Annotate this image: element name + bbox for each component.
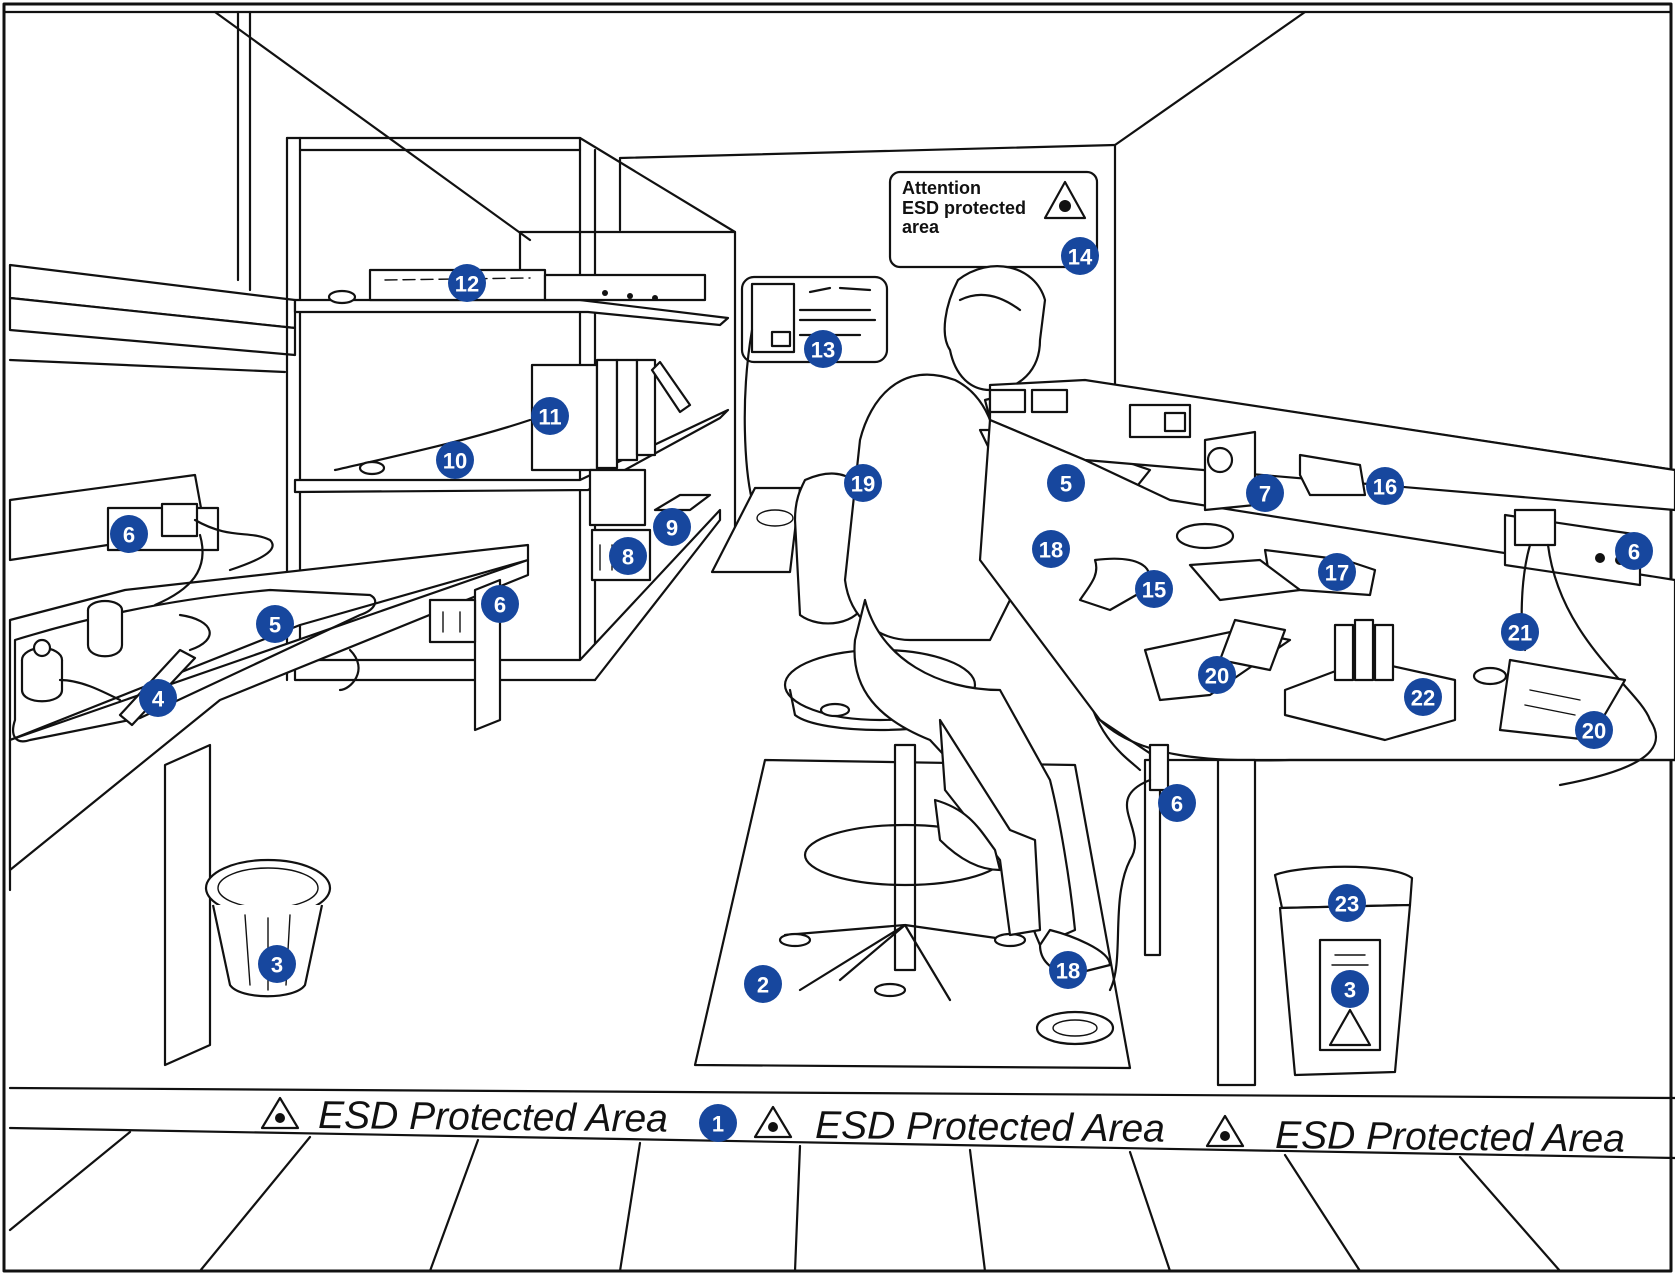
marker-label: 6 [123,523,135,548]
marker-label: 17 [1325,561,1349,586]
marker-20: 20 [1575,711,1613,749]
marker-3: 3 [1331,970,1369,1008]
marker-label: 16 [1373,475,1397,500]
marker-label: 14 [1068,245,1093,270]
sign-line-3: area [902,217,940,237]
marker-label: 5 [1060,472,1072,497]
marker-10: 10 [436,441,474,479]
marker-8: 8 [609,537,647,575]
marker-23: 23 [1328,884,1366,922]
marker-label: 3 [271,953,283,978]
marker-17: 17 [1318,553,1356,591]
marker-label: 22 [1411,686,1435,711]
ground-mat-hanging [712,488,800,572]
marker-13: 13 [804,330,842,368]
marker-label: 8 [622,545,634,570]
marker-6: 6 [1615,532,1653,570]
marker-label: 7 [1259,482,1271,507]
marker-label: 18 [1039,538,1063,563]
marker-21: 21 [1501,613,1539,651]
marker-label: 1 [712,1112,724,1137]
marker-label: 11 [538,405,561,430]
marker-label: 20 [1582,719,1606,744]
marker-label: 6 [494,593,506,618]
marker-6: 6 [110,515,148,553]
sign-line-1: Attention [902,178,981,198]
marker-label: 20 [1205,664,1229,689]
marker-label: 18 [1056,959,1080,984]
floor-tape-label-3: ESD Protected Area [1275,1114,1625,1161]
marker-19: 19 [844,464,882,502]
marker-label: 3 [1344,978,1356,1003]
marker-5: 5 [1047,464,1085,502]
marker-label: 15 [1142,578,1166,603]
marker-14: 14 [1061,237,1099,275]
marker-label: 10 [443,449,467,474]
floor-esd-tape: ESD Protected Area ESD Protected Area ES… [10,1088,1675,1271]
marker-6: 6 [1158,784,1196,822]
marker-label: 2 [757,973,769,998]
marker-5: 5 [256,605,294,643]
marker-18: 18 [1032,530,1070,568]
marker-9: 9 [653,508,691,546]
marker-label: 9 [666,516,678,541]
marker-2: 2 [744,965,782,1003]
sign-line-2: ESD protected [902,198,1026,218]
marker-label: 13 [811,338,835,363]
marker-4: 4 [139,679,177,717]
floor-tape-label-2: ESD Protected Area [815,1104,1165,1151]
marker-11: 11 [531,397,569,435]
marker-label: 6 [1628,540,1640,565]
marker-16: 16 [1366,467,1404,505]
marker-label: 12 [455,272,479,297]
marker-label: 5 [269,613,281,638]
marker-15: 15 [1135,570,1173,608]
marker-1: 1 [699,1104,737,1142]
marker-3: 3 [258,945,296,983]
marker-18: 18 [1049,951,1087,989]
marker-label: 23 [1335,892,1359,917]
marker-6: 6 [481,585,519,623]
wall-shelf [10,265,295,372]
marker-label: 4 [152,687,165,712]
marker-label: 19 [851,472,875,497]
marker-20: 20 [1198,656,1236,694]
marker-7: 7 [1246,474,1284,512]
floor-tape-label-1: ESD Protected Area [318,1094,668,1141]
marker-label: 6 [1171,792,1183,817]
marker-label: 21 [1508,621,1532,646]
marker-22: 22 [1404,678,1442,716]
marker-12: 12 [448,264,486,302]
